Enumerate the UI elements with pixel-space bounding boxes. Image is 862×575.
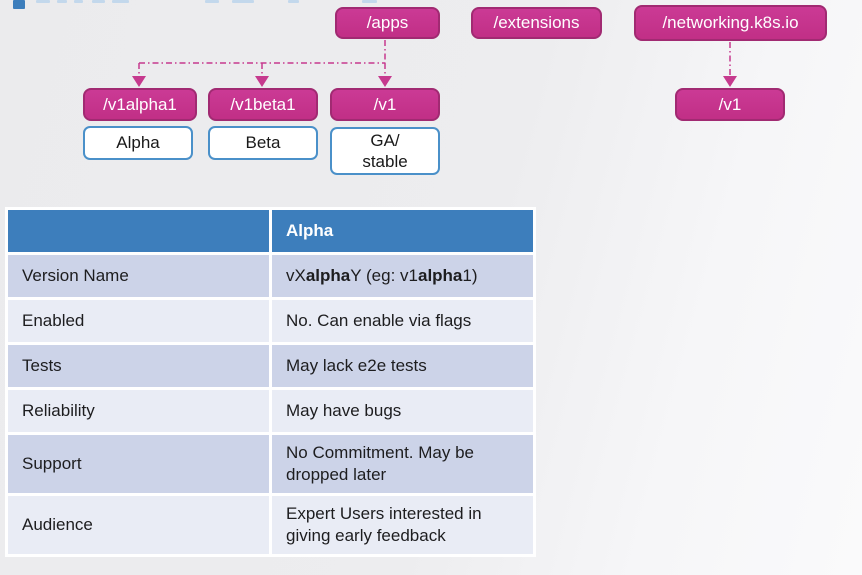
stage-label: Beta (245, 133, 281, 153)
slide-title-text-fragment (57, 0, 67, 3)
api-group-extensions: /extensions (471, 7, 602, 39)
arrowhead-v1alpha1 (132, 76, 146, 87)
feature-cell: Enabled (8, 300, 269, 342)
table-row: Enabled No. Can enable via flags (8, 300, 533, 342)
slide-title-bullet-fragment (13, 0, 25, 9)
arrowhead-v1beta1 (255, 76, 269, 87)
api-version-diagram: /apps /extensions /networking.k8s.io /v1… (0, 0, 862, 205)
table-header-row: Alpha (8, 210, 533, 252)
feature-cell: Support (8, 435, 269, 493)
arrowhead-networking-v1 (723, 76, 737, 87)
slide-title-text-fragment (232, 0, 254, 3)
api-group-apps: /apps (335, 7, 440, 39)
alpha-comparison-table: Alpha Version Name vXalphaY (eg: v1alpha… (5, 207, 536, 557)
table-row: Reliability May have bugs (8, 390, 533, 432)
feature-cell: Version Name (8, 255, 269, 297)
slide-title-text-fragment (36, 0, 50, 3)
feature-cell: Tests (8, 345, 269, 387)
value-cell: May have bugs (272, 390, 533, 432)
value-cell: No. Can enable via flags (272, 300, 533, 342)
api-group-label: /apps (366, 13, 409, 32)
stage-box-alpha: Alpha (83, 126, 193, 160)
feature-cell: Reliability (8, 390, 269, 432)
feature-header-cell (8, 210, 269, 252)
alpha-header-cell: Alpha (272, 210, 533, 252)
stage-label: Alpha (116, 133, 160, 153)
table-row: Version Name vXalphaY (eg: v1alpha1) (8, 255, 533, 297)
api-version-v1-networking: /v1 (675, 88, 785, 121)
value-cell: May lack e2e tests (272, 345, 533, 387)
api-group-label: /extensions (493, 13, 580, 32)
slide-title-text-fragment (362, 0, 377, 3)
api-version-label: /v1beta1 (230, 94, 296, 114)
slide-title-text-fragment (92, 0, 105, 3)
table-row: Tests May lack e2e tests (8, 345, 533, 387)
slide-title-text-fragment (112, 0, 129, 3)
value-cell: No Commitment. May be dropped later (272, 435, 533, 493)
api-group-label: /networking.k8s.io (662, 13, 799, 32)
api-version-v1alpha1: /v1alpha1 (83, 88, 197, 121)
api-group-networking: /networking.k8s.io (634, 5, 827, 41)
arrowhead-v1 (378, 76, 392, 87)
api-version-label: /v1 (373, 94, 397, 114)
stage-box-beta: Beta (208, 126, 318, 160)
slide-title-text-fragment (74, 0, 83, 3)
api-version-label: /v1alpha1 (103, 94, 177, 114)
slide-title-text-fragment (288, 0, 299, 3)
api-version-v1-apps: /v1 (330, 88, 440, 121)
table-row: Audience Expert Users interested in givi… (8, 496, 533, 554)
api-version-v1beta1: /v1beta1 (208, 88, 318, 121)
api-version-label: /v1 (718, 94, 742, 114)
slide-title-text-fragment (205, 0, 219, 3)
value-cell: Expert Users interested in giving early … (272, 496, 533, 554)
stage-label: GA/ stable (362, 130, 408, 171)
value-cell: vXalphaY (eg: v1alpha1) (272, 255, 533, 297)
table-row: Support No Commitment. May be dropped la… (8, 435, 533, 493)
feature-cell: Audience (8, 496, 269, 554)
stage-box-ga-stable: GA/ stable (330, 127, 440, 175)
